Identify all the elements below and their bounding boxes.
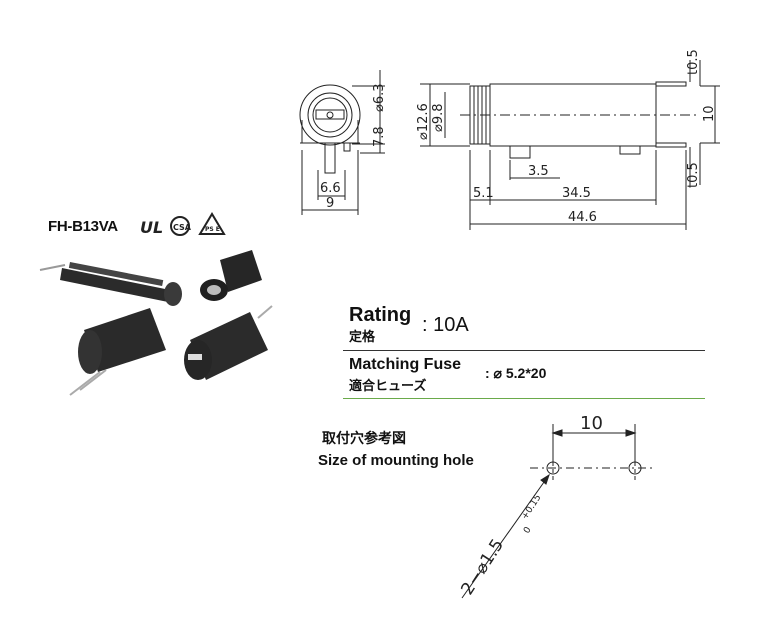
- side-view: [420, 60, 720, 230]
- rating-value: : 10A: [422, 314, 469, 336]
- rating-label-jp: 定格: [349, 329, 376, 344]
- svg-text:PS E: PS E: [205, 226, 220, 233]
- ul-mark-icon: UL: [140, 218, 163, 237]
- rating-label-en: Rating: [349, 304, 412, 326]
- dim-d446: 44.6: [568, 210, 597, 225]
- hole-tol-plus: +0.15: [520, 493, 543, 522]
- matching-fuse-label-jp: 適合ヒューズ: [349, 378, 427, 393]
- mounting-hole-title-jp: 取付穴参考図: [322, 430, 406, 446]
- mounting-hole-drawing: [461, 424, 655, 599]
- divider-green: [343, 398, 705, 399]
- dim-d78: 7.8: [372, 126, 387, 147]
- dim-d51: 5.1: [473, 186, 494, 201]
- pse-mark-icon: PS E: [198, 212, 226, 235]
- dim-d35: 3.5: [528, 164, 549, 179]
- svg-text:CSA: CSA: [173, 223, 192, 232]
- hole-spacing-label: 10: [580, 413, 603, 434]
- dim-t05-bot: t0.5: [686, 162, 701, 188]
- end-view: [299, 70, 385, 215]
- hole-tol-zero: 0: [522, 525, 534, 535]
- hole-dia-label: 2−⌀1.5: [457, 536, 508, 599]
- fuse-holder-3: [69, 308, 166, 396]
- fuse-holder-1: [39, 262, 182, 306]
- dim-d10-side: 10: [702, 105, 717, 122]
- dim-d9: 9: [326, 196, 334, 211]
- dim-d126: ⌀12.6: [416, 103, 431, 140]
- dim-d66: 6.6: [320, 181, 341, 196]
- svg-text:UL: UL: [140, 218, 163, 237]
- model-name: FH-B13VA: [48, 218, 118, 235]
- fuse-holder-2: [200, 250, 262, 301]
- dim-d345: 34.5: [562, 186, 591, 201]
- dim-d63: ⌀6.3: [372, 83, 387, 112]
- mounting-hole-title-en: Size of mounting hole: [318, 452, 474, 469]
- divider: [343, 350, 705, 351]
- product-photo: [39, 250, 273, 396]
- csa-mark-icon: CSA: [170, 216, 192, 236]
- matching-fuse-value: : ⌀ 5.2*20: [485, 365, 547, 381]
- matching-fuse-label-en: Matching Fuse: [349, 356, 462, 373]
- dim-d98: ⌀9.8: [431, 103, 446, 132]
- fuse-holder-4: [184, 305, 273, 380]
- dim-t05-top: t0.5: [686, 49, 701, 75]
